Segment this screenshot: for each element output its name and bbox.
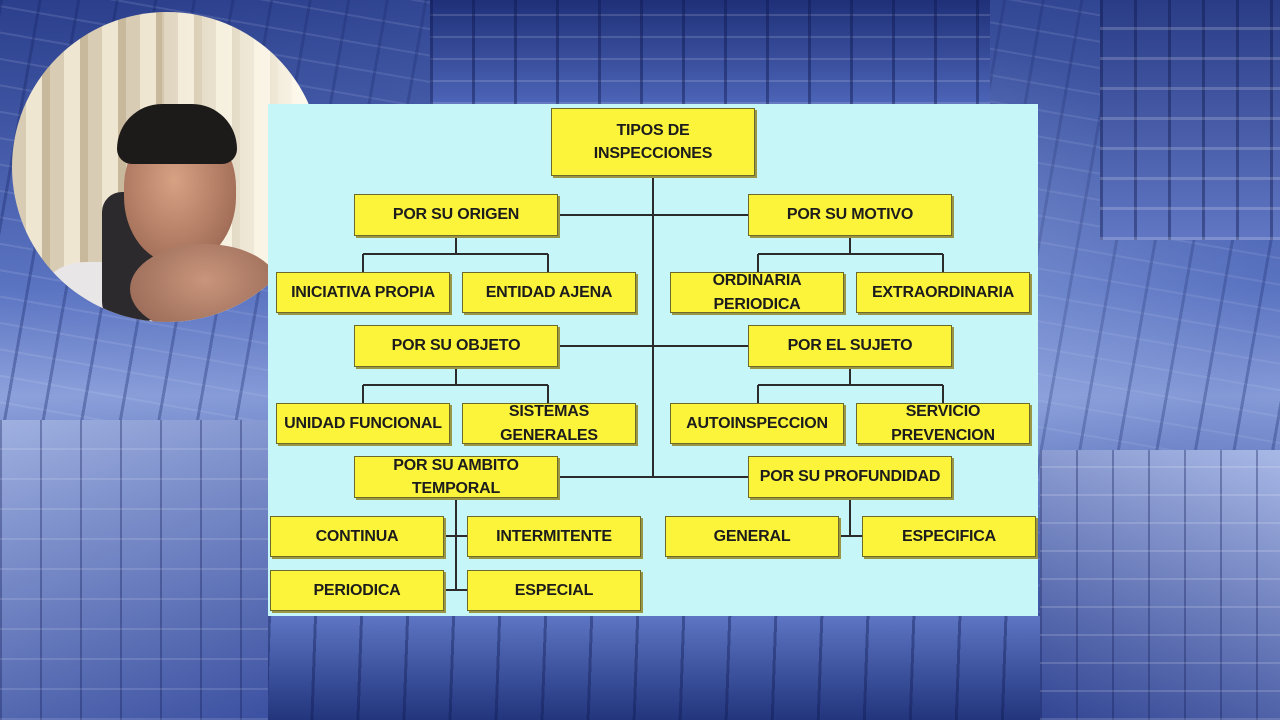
node-por-su-origen: POR SU ORIGEN	[354, 194, 558, 236]
background-building-bottom	[268, 616, 1040, 720]
node-continua: CONTINUA	[270, 516, 444, 557]
connector-lines	[362, 176, 944, 591]
node-servicio-prevencion: SERVICIO PREVENCION	[856, 403, 1030, 444]
node-periodica: PERIODICA	[270, 570, 444, 611]
background-building-left	[0, 420, 280, 720]
node-por-su-ambito-temporal: POR SU AMBITO TEMPORAL	[354, 456, 558, 498]
node-ordinaria-periodica: ORDINARIA PERIODICA	[670, 272, 844, 313]
node-general: GENERAL	[665, 516, 839, 557]
node-extraordinaria: EXTRAORDINARIA	[856, 272, 1030, 313]
node-entidad-ajena: ENTIDAD AJENA	[462, 272, 636, 313]
background-building-top	[430, 0, 990, 104]
node-por-el-sujeto: POR EL SUJETO	[748, 325, 952, 367]
background-building-top-right	[1100, 0, 1280, 240]
node-por-su-profundidad: POR SU PROFUNDIDAD	[748, 456, 952, 498]
node-unidad-funcional: UNIDAD FUNCIONAL	[276, 403, 450, 444]
node-especifica: ESPECIFICA	[862, 516, 1036, 557]
node-iniciativa-propia: INICIATIVA PROPIA	[276, 272, 450, 313]
node-sistemas-generales: SISTEMAS GENERALES	[462, 403, 636, 444]
node-root: TIPOS DE INSPECCIONES	[551, 108, 755, 176]
background-building-right	[1040, 450, 1280, 720]
node-autoinspeccion: AUTOINSPECCION	[670, 403, 844, 444]
node-especial: ESPECIAL	[467, 570, 641, 611]
diagram-slide: TIPOS DE INSPECCIONES POR SU ORIGEN POR …	[268, 104, 1038, 616]
node-por-su-objeto: POR SU OBJETO	[354, 325, 558, 367]
node-por-su-motivo: POR SU MOTIVO	[748, 194, 952, 236]
node-intermitente: INTERMITENTE	[467, 516, 641, 557]
